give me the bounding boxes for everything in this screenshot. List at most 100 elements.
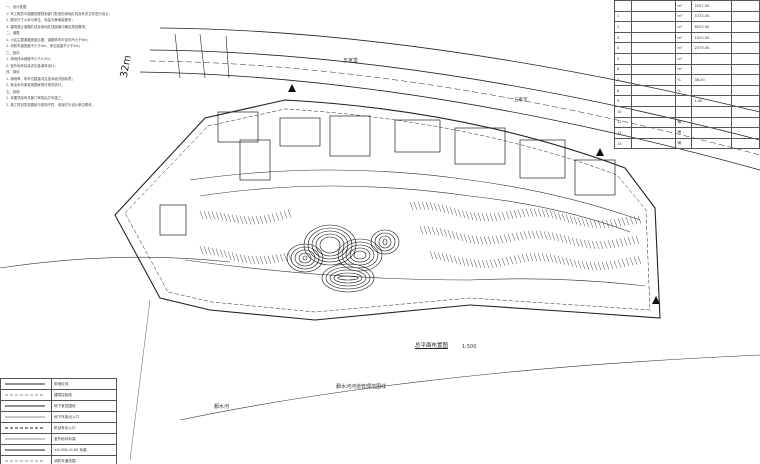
parking-stall	[499, 235, 504, 244]
parking-stall	[259, 256, 264, 265]
legend-row: 机动车出入口	[0, 422, 117, 434]
parking-stall	[539, 230, 544, 239]
garden-contour	[307, 227, 353, 263]
parking-stall	[611, 239, 616, 248]
parking-stall	[579, 239, 584, 248]
garden-contour	[370, 229, 400, 255]
parking-stall	[469, 211, 474, 220]
table-cell	[730, 84, 760, 97]
parking-stall	[519, 231, 524, 240]
parking-stall	[501, 257, 506, 267]
garden-contour	[349, 247, 371, 263]
legend-symbol-icon	[0, 444, 52, 456]
table-cell: 9	[614, 95, 632, 107]
legend-symbol-icon	[0, 433, 52, 445]
parking-stall	[283, 210, 288, 219]
garden-contour	[325, 266, 371, 290]
table-cell: m²	[674, 31, 693, 44]
parking-stall	[629, 257, 634, 266]
parking-stall	[567, 236, 572, 245]
note-line: 2. 图中尺寸以米为单位，标高为黄海高程系；	[6, 18, 75, 22]
parking-stall	[433, 251, 438, 260]
parking-stall	[417, 201, 422, 210]
parking-stall	[431, 226, 436, 235]
parking-stall	[621, 217, 626, 226]
legend-symbol-icon	[0, 400, 52, 412]
parking-stall	[599, 240, 604, 250]
table-cell: 1	[614, 10, 632, 23]
table-cell	[614, 0, 632, 12]
parking-stall	[485, 213, 490, 222]
table-cell: %	[674, 74, 693, 86]
parking-stall	[247, 255, 252, 264]
legend-row: 建筑控制线	[0, 389, 117, 401]
parking-stall	[527, 230, 532, 239]
note-line: 五、其他	[6, 89, 20, 94]
parking-stall	[479, 236, 484, 245]
table-cell	[630, 95, 676, 107]
note-line: 1. 本工程总平面图依据规划部门批准的用地红线及有关文件进行设计；	[6, 11, 113, 16]
parking-stall	[451, 231, 456, 240]
table-cell	[691, 105, 732, 118]
parking-stall	[493, 259, 498, 268]
garden-contour	[294, 249, 316, 267]
legend-label: 室外地坪标高	[51, 433, 117, 445]
parking-stall	[529, 253, 534, 262]
parking-stall	[255, 216, 260, 225]
note-line: 二、道路	[6, 31, 20, 35]
parking-stall	[457, 209, 462, 218]
garden-contour	[382, 238, 388, 246]
parking-stall	[571, 237, 576, 246]
parking-stall	[577, 217, 582, 226]
parking-stall	[633, 215, 638, 225]
parking-stall	[605, 261, 610, 270]
parking-stall	[497, 212, 502, 221]
parking-stall	[485, 259, 490, 269]
parking-stall	[447, 230, 452, 239]
parking-stall	[453, 207, 458, 217]
parking-stall	[573, 216, 578, 225]
parking-stall	[521, 254, 526, 263]
building	[159, 111, 616, 236]
parking-stall	[565, 257, 570, 266]
parking-stall	[215, 248, 220, 257]
parking-stall	[507, 233, 512, 242]
parking-stall	[613, 260, 618, 269]
parking-stall	[531, 230, 536, 239]
table-cell: 辆	[674, 116, 693, 129]
parking-stall	[537, 208, 542, 217]
table-cell	[674, 95, 693, 107]
parking-stall	[543, 231, 548, 240]
note-line: 3. 建筑退让道路红线及用地红线距离均满足规划要求；	[6, 24, 89, 29]
river-label: 鄱水河	[214, 404, 230, 410]
table-cell: 6	[614, 63, 632, 76]
legend-label: 地下室范围线	[51, 400, 117, 412]
parking-stall	[207, 246, 212, 256]
parking-stall	[481, 259, 486, 269]
parking-stall	[471, 235, 476, 244]
legend-label: 建筑控制线	[51, 389, 117, 401]
parking-stall	[595, 240, 600, 250]
parking-stall	[279, 211, 284, 220]
parking-stall	[267, 255, 272, 264]
parking-stall	[609, 219, 614, 228]
garden-contour	[341, 241, 379, 269]
note-line: 一、设计依据	[6, 5, 27, 9]
parking-stall	[619, 238, 624, 247]
parking-stall	[505, 211, 510, 220]
parking-stall	[227, 251, 232, 260]
table-cell	[630, 0, 676, 12]
parking-stall	[635, 235, 640, 244]
note-line: 四、绿化	[6, 70, 20, 74]
table-cell	[630, 137, 676, 150]
garden-contour	[378, 235, 392, 249]
table-cell	[630, 21, 676, 33]
table-cell: 6025.00	[691, 21, 732, 33]
parking-stall	[465, 258, 470, 267]
parking-stall	[537, 253, 542, 262]
parking-stall	[587, 240, 592, 249]
